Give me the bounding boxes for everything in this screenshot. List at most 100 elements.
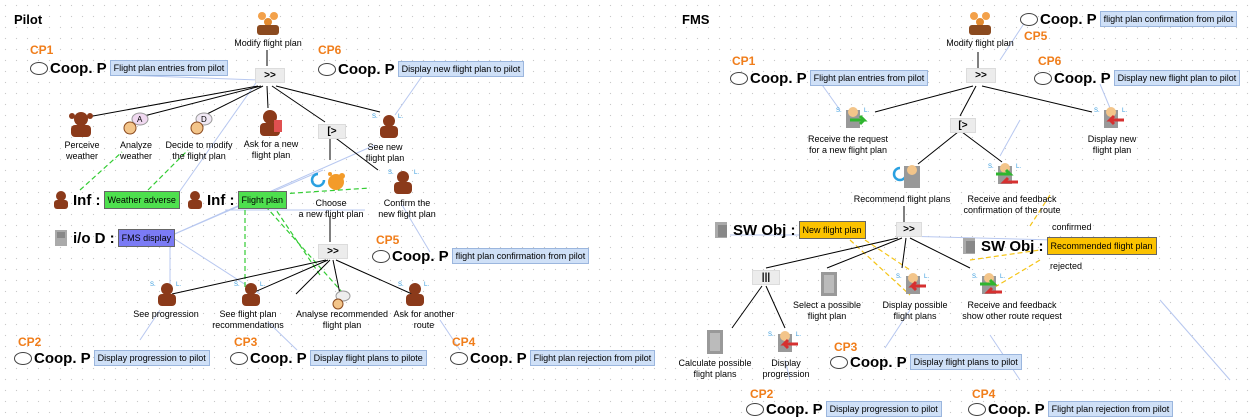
task-receive-feedback-confirmation[interactable]: Receive and feedback confirmation of the…: [963, 194, 1061, 215]
coop-keyword: Coop. P: [750, 69, 807, 87]
pilot-coop-cp2[interactable]: Coop. P Display progression to pilot: [14, 348, 210, 368]
speech-bubble-icon: [968, 402, 986, 416]
svg-text:L.: L.: [424, 282, 429, 288]
pilot-cp1-label: CP1: [30, 43, 54, 57]
task-decide-modify[interactable]: Decide to modify the flight plan: [165, 140, 233, 161]
speech-bubble-icon: [746, 402, 764, 416]
pilot-op-enable[interactable]: [>: [318, 124, 346, 139]
pilot-icon: [54, 191, 68, 209]
fms-coop-cp1[interactable]: Coop. P Flight plan entries from pilot: [730, 68, 929, 88]
speech-bubble-icon: [1034, 71, 1052, 85]
speech-bubble-icon: [730, 71, 748, 85]
fms-op-seq2[interactable]: >>: [896, 222, 922, 237]
task-ask-new-flight-plan[interactable]: Ask for a new flight plan: [243, 139, 299, 160]
pilot-op-seq2[interactable]: >>: [318, 244, 348, 259]
info-keyword: Inf :: [207, 191, 235, 209]
svg-text:S.: S.: [768, 332, 774, 338]
svg-text:A: A: [137, 115, 143, 124]
svg-text:S.: S.: [388, 170, 394, 176]
svg-text:L.: L.: [176, 282, 181, 288]
software-icon: [963, 238, 975, 254]
task-see-recommendations[interactable]: See flight plan recommendations: [212, 309, 284, 330]
svg-text:S.: S.: [1094, 108, 1100, 114]
svg-text:S.: S.: [988, 164, 994, 170]
sw-obj-new-flight-plan[interactable]: SW Obj : New flight plan: [712, 219, 866, 241]
display-possible-icon: S. L.: [896, 273, 929, 294]
fms-coop-cp2[interactable]: Coop. P Display progression to pilot: [746, 399, 942, 419]
coop-keyword: Coop. P: [50, 59, 107, 77]
pilot-title: Pilot: [14, 12, 43, 27]
svg-text:S.: S.: [972, 274, 978, 280]
task-perceive-weather[interactable]: Perceive weather: [64, 140, 100, 161]
speech-bubble-icon: [1020, 12, 1038, 26]
fms-cp6-label: CP6: [1038, 54, 1062, 68]
pilot-coop-cp5[interactable]: Coop. P flight plan confirmation from pi…: [372, 246, 590, 266]
task-analyse-recommended[interactable]: Analyse recommended flight plan: [295, 309, 389, 330]
pilot-panel: Pilot Modify flight plan >> CP1 Coop. P …: [0, 0, 668, 419]
pilot-cp2-label: CP2: [18, 335, 42, 349]
io-keyword: i/o D :: [73, 229, 115, 247]
pilot-icon: [188, 191, 202, 209]
recommend-icon: [892, 165, 920, 188]
coop-keyword: Coop. P: [250, 349, 307, 367]
fms-coop-cp4[interactable]: Coop. P Flight plan rejection from pilot: [968, 399, 1174, 419]
task-choose-new-flight-plan[interactable]: Choose a new flight plan: [298, 198, 364, 219]
task-see-progression[interactable]: See progression: [133, 309, 199, 319]
calculate-icon: [707, 330, 723, 354]
confirm-icon: S. L.: [388, 170, 419, 194]
task-see-new-flight-plan[interactable]: See new flight plan: [365, 142, 405, 163]
task-confirm-new-flight-plan[interactable]: Confirm the new flight plan: [378, 198, 436, 219]
task-display-progression[interactable]: Display progression: [762, 358, 810, 379]
speech-bubble-icon: [30, 61, 48, 75]
fms-op-par[interactable]: |||: [752, 270, 780, 285]
fms-coop-cp3[interactable]: Coop. P Display flight plans to pilot: [830, 352, 1022, 372]
coop-keyword: Coop. P: [470, 349, 527, 367]
fms-coop-cp6[interactable]: Coop. P Display new flight plan to pilot: [1034, 68, 1241, 88]
svg-text:L.: L.: [398, 114, 403, 120]
svg-text:D: D: [201, 115, 207, 124]
display-new-icon: S. L.: [1094, 107, 1127, 128]
fms-coop-cp5[interactable]: Coop. P flight plan confirmation from pi…: [1020, 9, 1238, 29]
fms-panel: FMS Modify flight plan >> Coop. P flight…: [670, 0, 1256, 419]
info-weather-adverse[interactable]: Inf : Weather adverse: [52, 189, 180, 211]
speech-bubble-icon: [14, 351, 32, 365]
task-analyze-weather[interactable]: Analyze weather: [119, 140, 153, 161]
task-receive-feedback-other[interactable]: Receive and feedback show other route re…: [962, 300, 1062, 321]
sw-keyword: SW Obj :: [981, 237, 1044, 255]
coop-keyword: Coop. P: [338, 60, 395, 78]
root-task-icon: [969, 12, 991, 35]
sw-obj-recommended-flight-plan[interactable]: SW Obj : Recommended flight plan: [960, 235, 1157, 257]
task-calculate-possible[interactable]: Calculate possible flight plans: [678, 358, 752, 379]
fms-op-root[interactable]: >>: [966, 68, 996, 83]
see-recommendations-icon: S. L.: [234, 282, 265, 306]
pilot-cp6-label: CP6: [318, 43, 342, 57]
io-fms-display[interactable]: i/o D : FMS display: [52, 227, 176, 249]
svg-text:S.: S.: [234, 282, 240, 288]
pilot-coop-cp6[interactable]: Coop. P Display new flight plan to pilot: [318, 59, 525, 79]
coop-value: flight plan confirmation from pilot: [451, 248, 590, 264]
pilot-coop-cp4[interactable]: Coop. P Flight plan rejection from pilot: [450, 348, 656, 368]
coop-value: Flight plan rejection from pilot: [529, 350, 656, 366]
receive-request-icon: S. L.: [836, 107, 869, 128]
task-select-possible[interactable]: Select a possible flight plan: [792, 300, 862, 321]
task-display-new-flight-plan[interactable]: Display new flight plan: [1087, 134, 1137, 155]
fms-cp1-label: CP1: [732, 54, 756, 68]
pilot-coop-cp1[interactable]: Coop. P Flight plan entries from pilot: [30, 58, 229, 78]
task-display-possible[interactable]: Display possible flight plans: [882, 300, 948, 321]
info-flight-plan[interactable]: Inf : Flight plan: [186, 189, 288, 211]
task-recommend-flight-plans[interactable]: Recommend flight plans: [853, 194, 951, 204]
pilot-op-root[interactable]: >>: [255, 68, 285, 83]
pilot-coop-cp3[interactable]: Coop. P Display flight plans to pilote: [230, 348, 427, 368]
task-ask-another-route[interactable]: Ask for another route: [393, 309, 455, 330]
choose-icon: [310, 172, 345, 190]
speech-bubble-icon: [230, 351, 248, 365]
receive-feedback-confirm-icon: S. L.: [988, 163, 1021, 184]
task-receive-request[interactable]: Receive the request for a new flight pla…: [807, 134, 889, 155]
fms-cp2-label: CP2: [750, 387, 774, 401]
svg-text:L.: L.: [864, 108, 869, 114]
fms-op-enable[interactable]: [>: [950, 118, 976, 133]
ask-another-icon: S. L.: [398, 282, 429, 306]
coop-value: Display progression to pilot: [825, 401, 942, 417]
svg-text:L.: L.: [1016, 164, 1021, 170]
software-icon: [715, 222, 727, 238]
